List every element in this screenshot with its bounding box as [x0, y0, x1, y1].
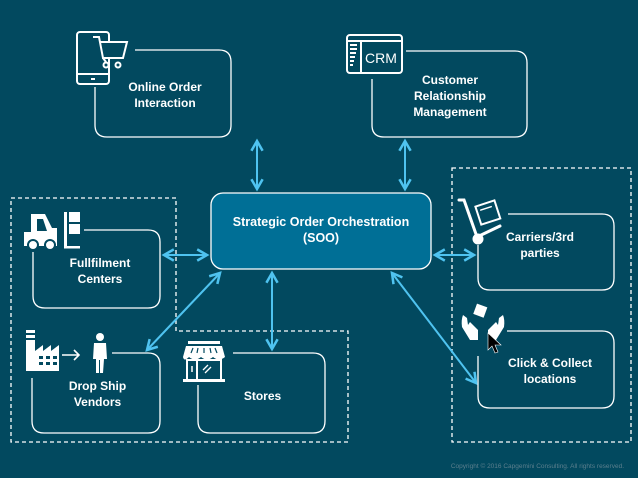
- forklift-icon: [24, 212, 80, 251]
- crm-icon-text: CRM: [365, 50, 397, 66]
- fulfilment-label: Fullfilment Centers: [55, 254, 145, 288]
- dropship-label-line1: Drop Ship: [68, 379, 127, 393]
- carriers-label-line1: Carriers/3rd: [505, 230, 575, 244]
- carriers-label: Carriers/3rd parties: [495, 228, 585, 262]
- factory-to-person-icon: [26, 330, 107, 373]
- fulfilment-label-line1: Fullfilment: [69, 256, 131, 270]
- hub-label: Strategic Order Orchestration (SOO): [211, 212, 431, 248]
- crm-window-icon: [346, 34, 403, 74]
- online-order-box[interactable]: [94, 49, 232, 138]
- clickcollect-label-line2: locations: [523, 372, 577, 386]
- crm-label-line1: Customer: [421, 73, 478, 87]
- fulfilment-label-line2: Centers: [77, 272, 123, 286]
- hub-label-line2: (SOO): [302, 231, 340, 245]
- crm-label: Customer Relationship Management: [390, 70, 510, 122]
- dropship-box[interactable]: [31, 352, 161, 434]
- clickcollect-label-line1: Click & Collect: [507, 356, 593, 370]
- clickcollect-box[interactable]: [477, 330, 615, 409]
- stores-box[interactable]: [197, 352, 326, 434]
- carriers-label-line2: parties: [520, 246, 560, 260]
- hub-box[interactable]: [210, 192, 432, 270]
- mouse-cursor-icon: [487, 332, 502, 354]
- dropship-label-line2: Vendors: [73, 395, 122, 409]
- arrow-dropship-hub: [145, 271, 222, 352]
- online-order-label: Online Order Interaction: [105, 80, 225, 110]
- external-group-outline: [451, 167, 632, 443]
- crm-label-line3: Management: [413, 105, 487, 119]
- crm-label-line2: Relationship: [413, 89, 486, 103]
- internal-group-outline: [10, 197, 349, 443]
- crm-box[interactable]: [371, 50, 528, 138]
- hands-box-icon: [461, 303, 505, 340]
- arrow-clickcollect-hub: [390, 270, 478, 386]
- dropship-label: Drop Ship Vendors: [50, 377, 145, 411]
- carriers-box[interactable]: [477, 213, 615, 291]
- stores-label-text: Stores: [243, 389, 282, 403]
- hand-truck-icon: [457, 198, 502, 245]
- hub-label-line1: Strategic Order Orchestration: [232, 215, 410, 229]
- stores-label: Stores: [225, 387, 300, 405]
- mobile-cart-icon: [76, 31, 129, 85]
- clickcollect-label: Click & Collect locations: [495, 354, 605, 388]
- online-order-label-text: Online Order Interaction: [128, 80, 202, 110]
- storefront-icon: [183, 341, 225, 382]
- copyright-notice: Copyright © 2016 Capgemini Consulting. A…: [450, 463, 624, 470]
